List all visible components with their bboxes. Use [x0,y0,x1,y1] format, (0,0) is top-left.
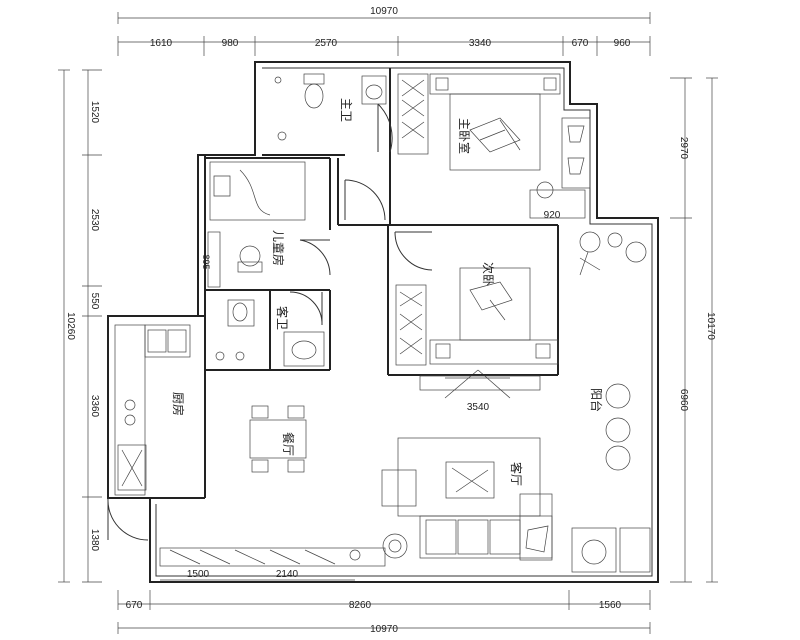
dim-right-1: 2970 [678,137,689,160]
room-balcony: 阳台 [589,388,604,412]
dim-bottom-total: 10970 [370,624,398,635]
room-guest-bath: 客卫 [275,306,290,330]
dim-top-6: 960 [614,38,631,49]
dim-top-4: 3340 [469,38,492,49]
dim-left-total: 10260 [65,312,76,340]
walls [107,61,659,583]
dim-top-5: 670 [572,38,589,49]
room-labels: 主卫 主卧室 儿童房 客卫 次卧 厨房 餐厅 阳台 客厅 [171,98,604,486]
dim-right-total: 10170 [705,312,716,340]
dim-left-2: 2530 [89,209,100,232]
dim-inner-920: 920 [544,210,561,221]
dim-left-3: 550 [89,293,100,310]
dim-left-4: 3360 [89,395,100,418]
dimension-lines [58,12,718,634]
dim-top-2: 980 [222,38,239,49]
dim-inner-3540: 3540 [467,402,490,413]
dim-inner-2140: 2140 [276,569,299,580]
room-kitchen: 厨房 [171,392,186,416]
dim-bottom-1: 670 [126,600,143,611]
dim-left-5: 1380 [89,529,100,552]
dim-inner-1500: 1500 [187,569,210,580]
room-dining: 餐厅 [281,432,296,456]
dim-top-3: 2570 [315,38,338,49]
dimension-labels: 10970 1610 980 2570 3340 670 960 670 826… [65,6,716,635]
room-second-bedroom: 次卧 [481,262,495,286]
fixtures [114,73,651,573]
room-children: 儿童房 [271,230,286,266]
room-master-bedroom: 主卧室 [457,118,472,154]
doors [107,103,433,541]
dim-left-1: 1520 [89,101,100,124]
dim-bottom-2: 8260 [349,600,372,611]
dim-top-1: 1610 [150,38,173,49]
dim-right-2: 6960 [678,389,689,412]
dim-bottom-3: 1560 [599,600,622,611]
dim-top-total: 10970 [370,6,398,17]
room-living: 客厅 [509,462,524,486]
room-master-bath: 主卫 [339,98,353,122]
